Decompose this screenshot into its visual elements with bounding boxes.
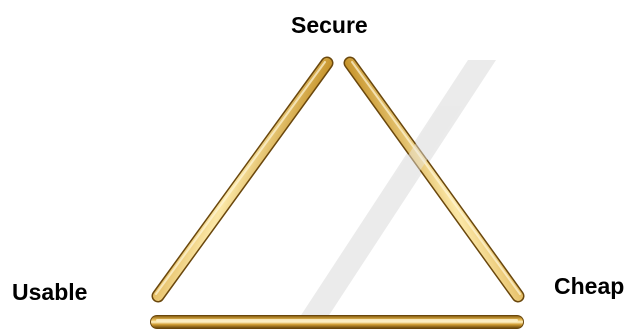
label-secure: Secure xyxy=(291,12,368,38)
left-rod xyxy=(151,56,334,303)
watermark-band xyxy=(292,60,496,329)
bottom-rod xyxy=(150,315,524,329)
right-rod xyxy=(343,56,525,303)
label-usable: Usable xyxy=(12,279,88,305)
label-cheap: Cheap xyxy=(554,273,625,299)
watermark-overlay xyxy=(392,106,462,180)
